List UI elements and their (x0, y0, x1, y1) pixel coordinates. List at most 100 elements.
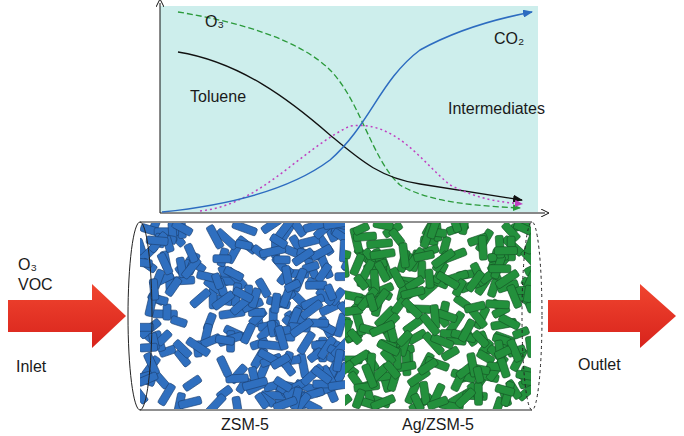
catalyst-pellet (435, 271, 460, 290)
curve-label: Intermediates (448, 100, 545, 118)
catalyst-pellet (471, 329, 490, 348)
catalyst-pellet (164, 276, 182, 297)
catalyst-pellet (523, 285, 531, 303)
catalyst-pellet (211, 272, 224, 290)
catalyst-pellet (140, 257, 153, 267)
catalyst-pellet (495, 384, 516, 397)
catalyst-pellet (170, 315, 188, 328)
catalyst-pellet (361, 363, 378, 389)
catalyst-pellet (211, 290, 235, 311)
catalyst-pellet (515, 370, 531, 381)
catalyst-pellet (345, 393, 353, 409)
catalyst-pellet (140, 343, 158, 352)
curve-label: Toluene (190, 88, 246, 106)
catalyst-pellet (369, 320, 396, 337)
catalyst-pellet (163, 304, 171, 320)
catalyst-pellet (146, 236, 168, 246)
catalyst-pellet (157, 252, 174, 276)
catalyst-pellet (232, 396, 243, 409)
catalyst-pellet (399, 242, 410, 268)
catalyst-pellet (289, 317, 314, 338)
catalyst-pellet (231, 223, 257, 236)
catalyst-pellet (284, 279, 302, 293)
catalyst-pellet (396, 330, 413, 348)
curve-label: O₃ (205, 13, 224, 31)
catalyst-pellet (373, 223, 394, 231)
catalyst-pellet (370, 394, 396, 409)
catalyst-pellet (512, 326, 530, 339)
gas-label: O₃ (18, 256, 37, 274)
catalyst-pellet (345, 360, 355, 380)
catalyst-pellet (274, 256, 291, 264)
catalyst-pellet (182, 375, 202, 392)
gas-label: VOC (18, 276, 53, 294)
catalyst-pellet (345, 247, 351, 259)
catalyst-pellet (464, 301, 486, 314)
catalyst-pellet (254, 392, 270, 409)
catalyst-pellet (232, 286, 254, 303)
catalyst-pellet (352, 388, 366, 409)
catalyst-pellet (458, 318, 476, 343)
catalyst-pellet (400, 286, 425, 300)
catalyst-pellet (353, 273, 369, 291)
flow-label: Outlet (578, 356, 621, 374)
catalyst-pellet (465, 269, 485, 292)
catalyst-pellet (240, 322, 256, 344)
toluene-curve (178, 52, 522, 200)
catalyst-pellet (473, 366, 484, 384)
catalyst-pellet (274, 325, 288, 351)
catalyst-pellet (410, 393, 425, 409)
catalyst-pellet (506, 284, 522, 309)
catalyst-pellet (305, 281, 327, 289)
flow-label: Inlet (16, 358, 46, 376)
catalyst-pellet (383, 360, 401, 380)
catalyst-pellet (269, 233, 288, 249)
catalyst-pellet (333, 349, 345, 372)
catalyst-pellet (185, 337, 211, 358)
catalyst-pellet (204, 393, 227, 409)
catalyst-pellet (270, 293, 281, 314)
catalyst-pellet (323, 223, 345, 230)
catalyst-pellet (494, 246, 517, 254)
catalyst-pellet (270, 353, 291, 370)
catalyst-pellet (448, 223, 462, 233)
catalyst-pellet (273, 376, 293, 393)
catalyst-pellet (171, 223, 193, 237)
catalyst-pellet (335, 272, 345, 280)
catalyst-pellet (272, 396, 297, 409)
catalyst-pellet (349, 253, 365, 277)
catalyst-pellet (427, 396, 449, 409)
catalyst-pellet (216, 355, 232, 378)
bed-label: Ag/ZSM-5 (402, 416, 474, 434)
catalyst-pellet (339, 239, 345, 262)
catalyst-pellet (417, 358, 439, 376)
catalyst-pellet (184, 243, 199, 264)
catalyst-pellet (489, 265, 511, 273)
catalyst-pellet (454, 387, 476, 409)
catalyst-pellet (235, 239, 253, 250)
catalyst-pellet (352, 223, 370, 236)
catalyst-pellet (413, 250, 435, 262)
catalyst-pellet (189, 288, 211, 309)
catalyst-pellet (333, 312, 345, 337)
x-axis (160, 213, 545, 214)
tube-wall (140, 222, 532, 223)
catalyst-pellet (497, 357, 511, 378)
catalyst-pellet (299, 299, 323, 320)
catalyst-pellet (323, 283, 337, 301)
catalyst-pellet (311, 365, 333, 384)
bed-label: ZSM-5 (221, 416, 269, 434)
catalyst-pellet (525, 336, 531, 358)
catalyst-pellet (430, 333, 455, 349)
catalyst-pellet (357, 286, 379, 311)
y-axis (160, 3, 161, 213)
tube-wall (140, 410, 532, 411)
tube-outlet-end (522, 222, 542, 410)
outlet-arrow (548, 284, 676, 348)
catalyst-pellet (242, 377, 268, 391)
catalyst-pellet (215, 335, 235, 346)
catalyst-pellet (426, 223, 440, 240)
catalyst-pellet (223, 266, 245, 282)
catalyst-pellet (401, 298, 423, 320)
